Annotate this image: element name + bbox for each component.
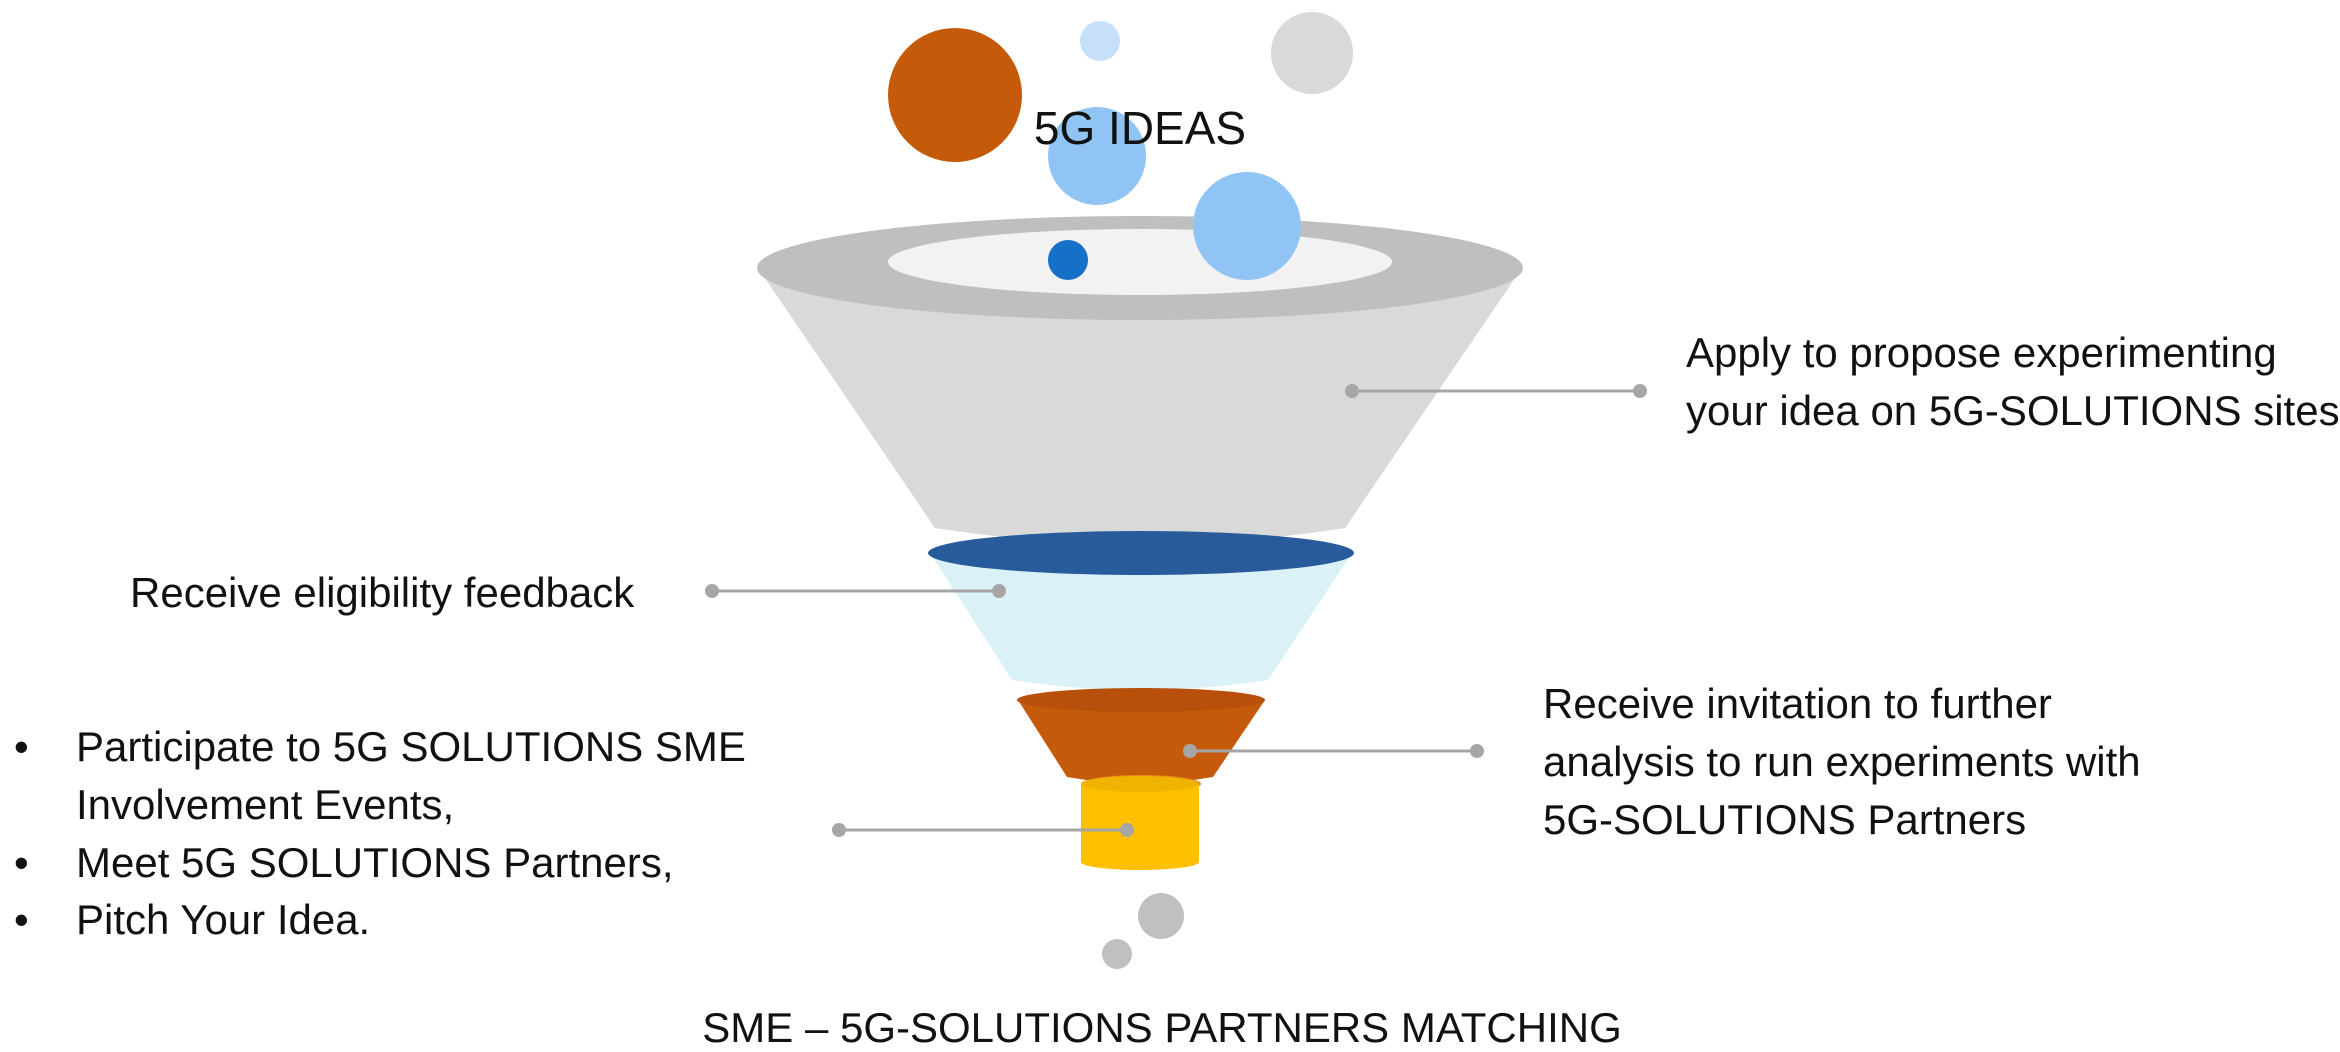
funnel-second-section — [928, 531, 1354, 690]
gray-bubble — [1271, 12, 1353, 94]
output-drop-large — [1138, 893, 1184, 939]
connector-events — [832, 823, 1134, 837]
events-item-2: Meet 5G SOLUTIONS Partners, — [76, 839, 674, 886]
light-blue-bubble-large — [1193, 172, 1301, 280]
top-label: 5G IDEAS — [1034, 102, 1246, 154]
funnel-opening — [888, 229, 1392, 295]
bullet-glyph: • — [14, 723, 29, 770]
connector-eligibility — [705, 584, 1006, 598]
bullet-glyph: • — [14, 896, 29, 943]
connector-apply — [1345, 384, 1647, 398]
invitation-step-line-2: analysis to run experiments with — [1543, 738, 2141, 785]
orange-bubble — [888, 28, 1022, 162]
funnel-top-section — [757, 216, 1523, 544]
invitation-step-line-3: 5G-SOLUTIONS Partners — [1543, 796, 2026, 843]
funnel-orange-rim — [1017, 688, 1265, 712]
events-item-1-line-2: Involvement Events, — [76, 781, 454, 828]
connector-invitation — [1183, 744, 1484, 758]
light-blue-bubble — [1048, 107, 1146, 205]
bullet-glyph: • — [14, 839, 29, 886]
output-drop-small — [1102, 939, 1132, 969]
invitation-step-line-1: Receive invitation to further — [1543, 680, 2052, 727]
idea-bubbles — [888, 12, 1353, 280]
funnel-spout — [1081, 776, 1199, 870]
events-item-3: Pitch Your Idea. — [76, 896, 370, 943]
apply-step-line-1: Apply to propose experimenting — [1686, 329, 2277, 376]
funnel-blue-ring — [928, 531, 1354, 575]
bottom-label: SME – 5G-SOLUTIONS PARTNERS MATCHING — [702, 1004, 1621, 1047]
eligibility-step-label: Receive eligibility feedback — [130, 569, 635, 616]
pale-blue-bubble — [1080, 21, 1120, 61]
dark-blue-bubble — [1048, 240, 1088, 280]
events-bullet-list: • Participate to 5G SOLUTIONS SME Involv… — [14, 723, 746, 943]
apply-step-line-2: your idea on 5G-SOLUTIONS sites — [1686, 387, 2340, 434]
events-item-1-line-1: Participate to 5G SOLUTIONS SME — [76, 723, 746, 770]
